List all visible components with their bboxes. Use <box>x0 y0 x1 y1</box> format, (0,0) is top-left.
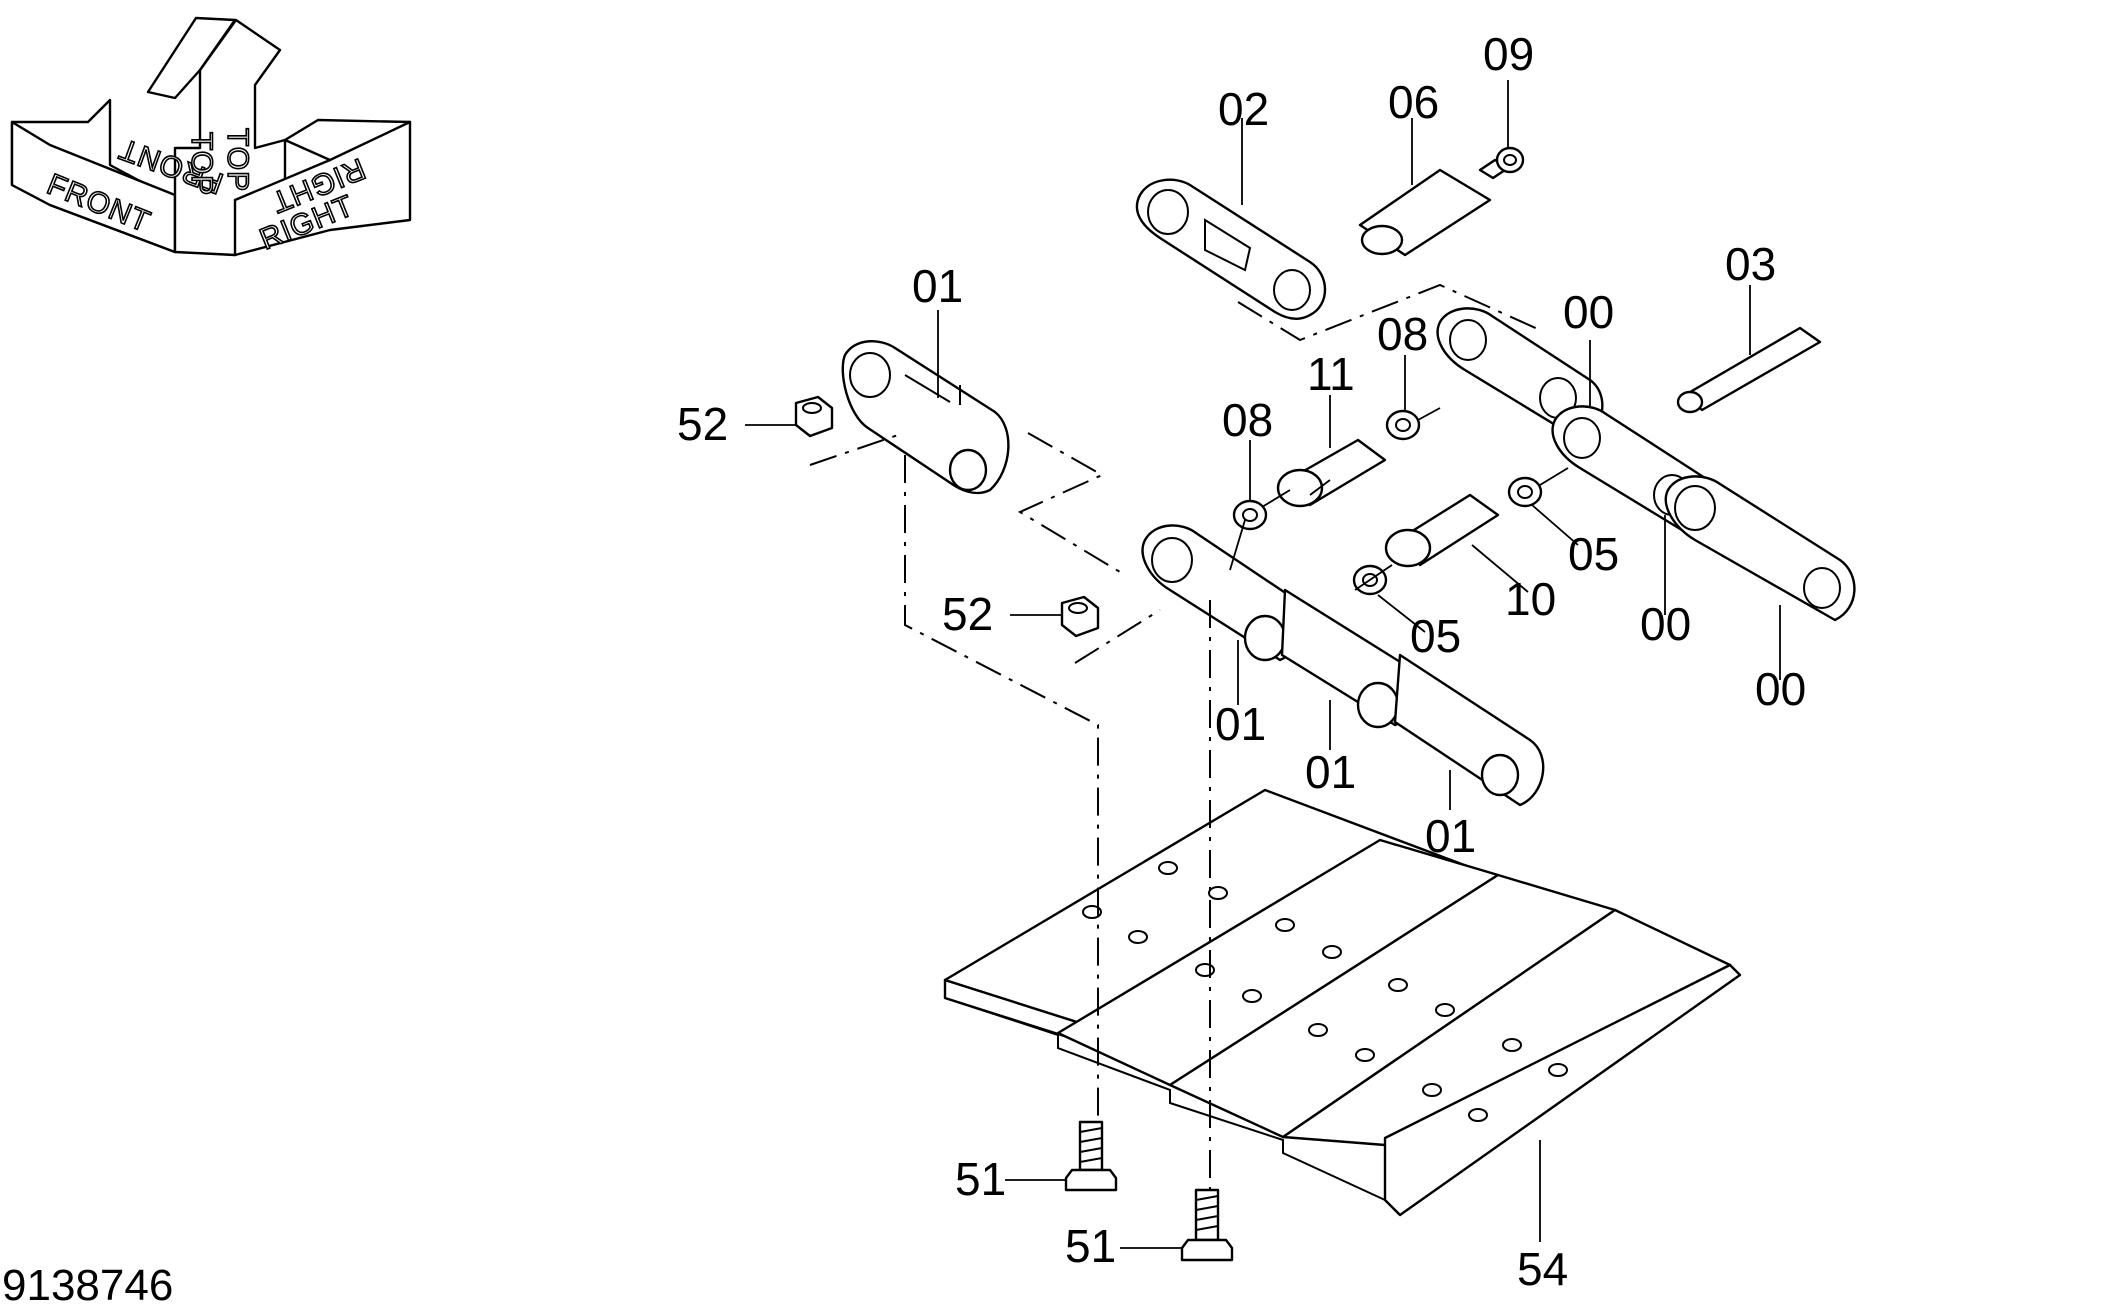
shoe-nut-2 <box>1060 595 1100 638</box>
callout-00-c: 00 <box>1755 663 1806 715</box>
callout-11: 11 <box>1307 348 1355 400</box>
callout-03: 03 <box>1725 238 1776 290</box>
spacer-08-a <box>1232 499 1268 531</box>
callout-00-b: 00 <box>1640 598 1691 650</box>
callout-01-a: 01 <box>1215 698 1266 750</box>
orientation-indicator: FRONT FRONT TOP TOP RIGHT RIGHT <box>10 16 412 257</box>
assembly-lines <box>809 283 1569 1190</box>
spacer-05-a <box>1507 476 1543 508</box>
callout-08-a: 08 <box>1377 308 1428 360</box>
callout-leaders <box>745 80 1781 1249</box>
shoe-bolt-1 <box>1064 1120 1118 1192</box>
callout-54: 54 <box>1517 1243 1568 1295</box>
callout-01-b: 01 <box>1305 746 1356 798</box>
track-shoe-plates <box>943 788 1742 1217</box>
track-link-02 <box>1135 178 1327 320</box>
callout-01-c: 01 <box>1425 810 1476 862</box>
callout-labels: 02 06 09 03 01 52 00 08 11 08 05 10 05 0… <box>677 28 1806 1295</box>
bushing-10 <box>1384 493 1500 568</box>
top-label: TOP <box>185 132 218 196</box>
drawing-number: 9138746 <box>2 1261 173 1310</box>
callout-09: 09 <box>1483 28 1534 80</box>
callout-02: 02 <box>1218 83 1269 135</box>
top-label-2: TOP <box>221 128 254 192</box>
callout-10: 10 <box>1505 573 1556 625</box>
callout-51-a: 51 <box>955 1153 1006 1205</box>
callout-05-b: 05 <box>1410 610 1461 662</box>
callout-00-a: 00 <box>1563 286 1614 338</box>
shoe-nut-1 <box>794 395 834 438</box>
callout-01-top: 01 <box>912 260 963 312</box>
callout-51-b: 51 <box>1065 1220 1116 1272</box>
callout-52-mid: 52 <box>942 588 993 640</box>
track-link-01-a <box>1141 524 1304 662</box>
callout-06: 06 <box>1388 76 1439 128</box>
track-link-01-c <box>1393 653 1545 807</box>
shoe-bolt-2 <box>1180 1188 1234 1262</box>
track-link-01-top <box>841 340 1010 495</box>
bushing-11 <box>1276 438 1387 508</box>
track-pin-03 <box>1676 326 1822 414</box>
lock-ring-09 <box>1495 146 1525 174</box>
track-link-00-c <box>1664 475 1856 622</box>
callout-08-b: 08 <box>1222 394 1273 446</box>
callout-05-a: 05 <box>1568 528 1619 580</box>
callout-52-top: 52 <box>677 398 728 450</box>
spacer-08-b <box>1385 409 1421 441</box>
master-pin-06 <box>1358 158 1510 257</box>
